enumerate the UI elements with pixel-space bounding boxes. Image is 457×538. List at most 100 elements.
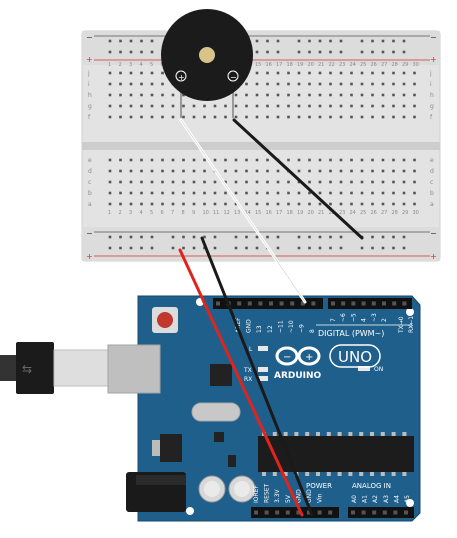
terminal-hole[interactable]: [150, 169, 154, 173]
terminal-hole[interactable]: [266, 82, 269, 86]
terminal-hole[interactable]: [119, 82, 122, 86]
rail-hole[interactable]: [297, 39, 301, 43]
terminal-hole[interactable]: [360, 82, 364, 86]
terminal-hole[interactable]: [171, 158, 175, 162]
header-pin[interactable]: [285, 510, 290, 515]
terminal-hole[interactable]: [108, 191, 112, 195]
terminal-hole[interactable]: [171, 169, 175, 173]
terminal-hole[interactable]: [360, 191, 364, 195]
terminal-hole[interactable]: [329, 158, 332, 162]
terminal-hole[interactable]: [213, 180, 217, 184]
rail-hole[interactable]: [245, 235, 248, 239]
terminal-hole[interactable]: [182, 93, 185, 97]
terminal-hole[interactable]: [255, 115, 259, 119]
terminal-hole[interactable]: [339, 104, 343, 108]
terminal-hole[interactable]: [182, 169, 185, 173]
terminal-hole[interactable]: [392, 93, 395, 97]
terminal-hole[interactable]: [360, 115, 364, 119]
rail-hole[interactable]: [392, 39, 395, 43]
terminal-hole[interactable]: [329, 82, 332, 86]
terminal-hole[interactable]: [402, 82, 406, 86]
rail-hole[interactable]: [150, 50, 154, 54]
terminal-hole[interactable]: [245, 115, 248, 119]
rail-hole[interactable]: [119, 39, 122, 43]
terminal-hole[interactable]: [266, 71, 269, 75]
terminal-hole[interactable]: [161, 158, 164, 162]
header-pin[interactable]: [258, 301, 263, 306]
rail-hole[interactable]: [276, 39, 280, 43]
rail-hole[interactable]: [150, 235, 154, 239]
terminal-hole[interactable]: [192, 158, 196, 162]
terminal-hole[interactable]: [297, 71, 301, 75]
terminal-hole[interactable]: [329, 202, 332, 206]
arduino-uno-board[interactable]: ⇆ L TX RX ON: [0, 295, 421, 522]
terminal-hole[interactable]: [245, 180, 248, 184]
rail-hole[interactable]: [171, 246, 175, 250]
rail-hole[interactable]: [266, 39, 269, 43]
terminal-hole[interactable]: [234, 158, 238, 162]
terminal-hole[interactable]: [255, 71, 259, 75]
rail-hole[interactable]: [360, 50, 364, 54]
terminal-hole[interactable]: [276, 93, 280, 97]
terminal-hole[interactable]: [129, 71, 133, 75]
rail-hole[interactable]: [129, 50, 133, 54]
wire-black-rail-to-gnd[interactable]: [200, 236, 314, 517]
terminal-hole[interactable]: [276, 104, 280, 108]
terminal-hole[interactable]: [276, 180, 280, 184]
terminal-hole[interactable]: [182, 202, 185, 206]
terminal-hole[interactable]: [140, 158, 143, 162]
rail-hole[interactable]: [308, 246, 311, 250]
terminal-hole[interactable]: [140, 104, 143, 108]
header-pin[interactable]: [382, 510, 387, 515]
header-pin[interactable]: [216, 301, 220, 306]
terminal-hole[interactable]: [140, 71, 143, 75]
terminal-hole[interactable]: [287, 202, 290, 206]
terminal-hole[interactable]: [308, 115, 311, 119]
terminal-hole[interactable]: [150, 115, 154, 119]
rail-hole[interactable]: [245, 246, 248, 250]
header-pin[interactable]: [290, 301, 295, 306]
terminal-hole[interactable]: [402, 191, 406, 195]
terminal-hole[interactable]: [413, 115, 416, 119]
terminal-hole[interactable]: [318, 82, 322, 86]
terminal-hole[interactable]: [318, 71, 322, 75]
terminal-hole[interactable]: [350, 202, 353, 206]
terminal-hole[interactable]: [161, 169, 164, 173]
terminal-hole[interactable]: [402, 115, 406, 119]
terminal-hole[interactable]: [318, 202, 322, 206]
rail-hole[interactable]: [339, 235, 343, 239]
terminal-hole[interactable]: [203, 115, 206, 119]
rail-hole[interactable]: [402, 246, 406, 250]
terminal-hole[interactable]: [161, 93, 164, 97]
rail-hole[interactable]: [119, 235, 122, 239]
terminal-hole[interactable]: [203, 202, 206, 206]
terminal-hole[interactable]: [308, 158, 311, 162]
terminal-hole[interactable]: [150, 93, 154, 97]
rail-hole[interactable]: [150, 246, 154, 250]
terminal-hole[interactable]: [108, 115, 112, 119]
power-header[interactable]: [251, 507, 339, 518]
rail-hole[interactable]: [329, 39, 332, 43]
terminal-hole[interactable]: [381, 158, 385, 162]
terminal-hole[interactable]: [255, 82, 259, 86]
terminal-hole[interactable]: [287, 82, 290, 86]
terminal-hole[interactable]: [192, 202, 196, 206]
terminal-hole[interactable]: [413, 71, 416, 75]
terminal-hole[interactable]: [161, 180, 164, 184]
terminal-hole[interactable]: [108, 158, 112, 162]
terminal-hole[interactable]: [339, 71, 343, 75]
terminal-hole[interactable]: [287, 115, 290, 119]
terminal-hole[interactable]: [402, 169, 406, 173]
rail-hole[interactable]: [308, 39, 311, 43]
terminal-hole[interactable]: [371, 71, 374, 75]
terminal-hole[interactable]: [392, 71, 395, 75]
terminal-hole[interactable]: [392, 104, 395, 108]
rail-hole[interactable]: [182, 246, 185, 250]
wire-black-buzzer-to-gnd[interactable]: [232, 118, 364, 240]
terminal-hole[interactable]: [287, 191, 290, 195]
terminal-hole[interactable]: [360, 71, 364, 75]
terminal-hole[interactable]: [413, 169, 416, 173]
terminal-hole[interactable]: [381, 82, 385, 86]
terminal-hole[interactable]: [203, 158, 206, 162]
terminal-hole[interactable]: [182, 104, 185, 108]
